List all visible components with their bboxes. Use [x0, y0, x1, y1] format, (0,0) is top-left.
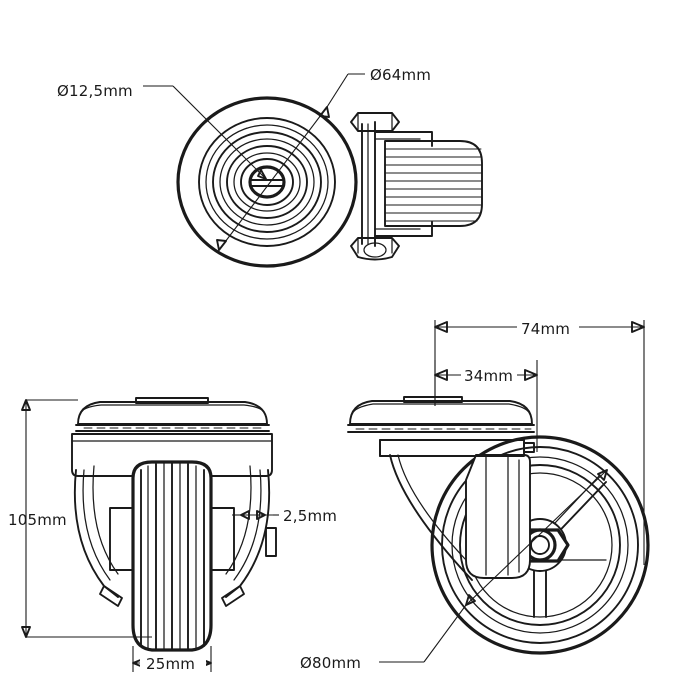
top-plate-ring-1 [198, 117, 336, 247]
dim-plate-offset: 34mm [434, 360, 538, 452]
side-fork-leg [389, 454, 461, 568]
top-plate-ring-7 [240, 158, 294, 206]
side-plate-rib [403, 396, 463, 403]
front-yoke-body [71, 433, 273, 477]
label-overall-height: 105mm [8, 511, 67, 529]
label-plate-offset: 34mm [464, 367, 513, 385]
dim-wheel-width: 25mm 25mm [132, 646, 212, 673]
top-plate-ring-5 [226, 145, 308, 219]
leader-d64 [216, 73, 365, 251]
front-fork-left [73, 469, 119, 598]
label-bolt-hole-diameter: Ø12,5mm [57, 82, 133, 100]
side-fork-body [465, 454, 531, 579]
side-view-group: Ø80mm 74mm 34mm [300, 318, 650, 672]
side-wheel-rim [459, 464, 621, 626]
leader-d125 [143, 85, 267, 180]
dim-tread-offset: 2,5mm [232, 507, 337, 525]
front-view-group: 105mm 2,5mm 25mm 25mm [8, 397, 337, 673]
top-plate-ring-3 [212, 131, 322, 233]
label-plate-length: 74mm [521, 320, 570, 338]
front-brake-tab [265, 527, 277, 557]
front-fork-right [225, 469, 271, 598]
label-wheel-diameter: Ø80mm [300, 654, 361, 672]
label-tread-offset: 2,5mm [283, 507, 337, 525]
label-wheel-width-front: 25mm [146, 655, 195, 673]
top-plate-ring-6 [233, 152, 301, 212]
label-top-plate-diameter: Ø64mm [370, 66, 431, 84]
top-plate-ring-4 [219, 138, 315, 226]
top-view-group: Ø12,5mm Ø64mm [57, 66, 483, 268]
leader-d80: Ø80mm [300, 469, 608, 672]
side-catch-tab [523, 442, 535, 453]
side-axle-bore [530, 535, 550, 555]
top-view-swivel-housing [350, 112, 483, 261]
dim-overall-height: 105mm [8, 399, 152, 638]
top-plate-ring-2 [205, 124, 329, 240]
